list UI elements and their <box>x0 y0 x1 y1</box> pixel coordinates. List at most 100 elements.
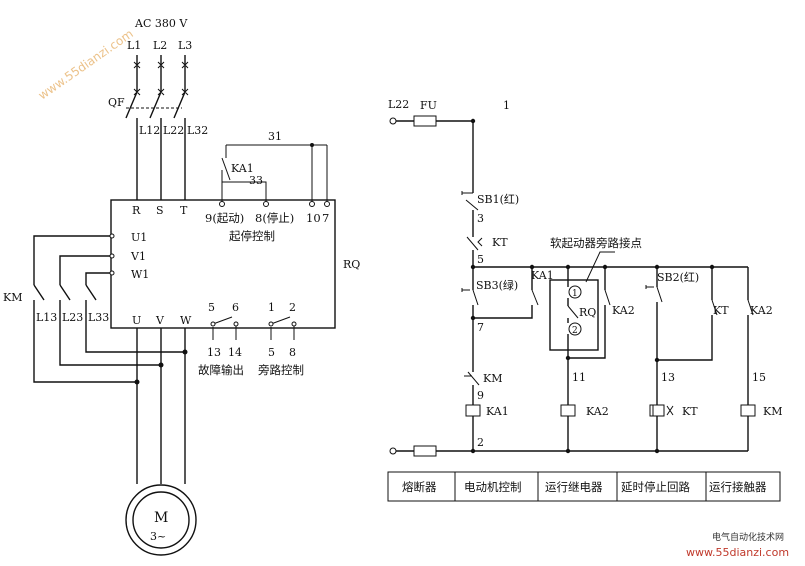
kt-holding-branch <box>657 267 713 361</box>
kt-holding-label: KT <box>713 304 729 317</box>
ka1-contact-label: KA1 <box>231 162 254 175</box>
node-1-label: 1 <box>503 99 510 112</box>
relay-pin-5a: 5 <box>208 301 215 314</box>
junction-dot <box>182 349 188 355</box>
rail-label-l22: L22 <box>388 98 409 111</box>
ka1-holding-branch <box>473 267 533 319</box>
relay-pin-2: 2 <box>289 301 296 314</box>
legend-delay-stop: 延时停止回路 <box>621 480 690 494</box>
legend-fuse: 熔断器 <box>402 480 437 494</box>
junction-dot <box>310 143 314 147</box>
terminal-8 <box>263 201 269 207</box>
ka2-holding-contact <box>604 289 611 306</box>
fuse-label: FU <box>420 99 437 112</box>
junction-dot <box>470 448 476 454</box>
ka2-contact <box>747 299 754 316</box>
terminal-10 <box>309 201 315 207</box>
output-label-u1: U1 <box>131 231 147 244</box>
site-url: www.55dianzi.com <box>686 546 789 559</box>
supply-conductors <box>136 55 186 92</box>
sb2-contact <box>645 285 663 303</box>
junction-dot <box>565 448 571 454</box>
node-2-label: 2 <box>477 436 484 449</box>
node-13-label: 13 <box>661 371 675 384</box>
relay-out-13: 13 <box>207 346 221 359</box>
terminal-v1 <box>109 253 115 259</box>
relay-pin-1: 1 <box>268 301 275 314</box>
bypass-line-l13: L13 <box>36 311 57 324</box>
bypass-contact-label: 软起动器旁路接点 <box>550 236 642 250</box>
legend-dividers <box>454 472 707 501</box>
ka1-coil <box>465 404 481 417</box>
node-9-label: 9 <box>477 389 484 402</box>
ctrl-term-7: 7 <box>322 211 329 225</box>
km-contact-label: KM <box>483 372 502 385</box>
ka2-holding-label: KA2 <box>612 304 635 317</box>
ka2-contact-label: KA2 <box>750 304 773 317</box>
breaker-label: QF <box>108 96 125 109</box>
relay-contact-blades <box>212 316 291 325</box>
fault-output-label: 故障输出 <box>198 363 244 377</box>
terminal-l22 <box>389 117 397 125</box>
motor-phase-label: 3~ <box>150 530 166 543</box>
phase-label-l2: L2 <box>153 39 167 52</box>
rq-contact-1-num: 1 <box>572 289 578 299</box>
junction-dot <box>470 315 476 321</box>
ka2-coil <box>560 404 576 417</box>
km-contact-blades <box>33 284 97 301</box>
junction-dot <box>654 448 660 454</box>
km-coil <box>740 404 756 417</box>
soft-starter-label: RQ <box>343 258 360 271</box>
node-15-label: 15 <box>752 371 766 384</box>
relay-out-14: 14 <box>228 346 242 359</box>
relay-terminal <box>233 321 239 327</box>
ctrl-term-9: 9(起动) <box>205 211 244 225</box>
bypass-line-l33: L33 <box>88 311 109 324</box>
junction-dot <box>602 264 608 270</box>
km-contact <box>464 371 480 386</box>
bypass-return-wires <box>33 300 185 383</box>
junction-dot <box>134 379 140 385</box>
km-coil-label: KM <box>763 405 782 418</box>
relay-terminal <box>210 321 216 327</box>
legend-border <box>387 471 781 502</box>
motor-outer-ring <box>125 484 197 556</box>
node-5-label: 5 <box>477 253 484 266</box>
legend-motor-control: 电动机控制 <box>464 480 522 494</box>
site-name-cn: 电气自动化技术网 <box>712 531 784 543</box>
junction-dot <box>565 355 571 361</box>
rq-contact-1 <box>568 285 582 299</box>
output-label-v: V <box>155 314 165 327</box>
bypass-contact-leader <box>585 251 615 283</box>
relay-out-5: 5 <box>268 346 275 359</box>
bypass-line-l23: L23 <box>62 311 83 324</box>
ka1-contact-blade <box>221 157 231 181</box>
rq-contact-box <box>549 279 599 351</box>
rq-contact-2 <box>568 322 582 336</box>
terminal-neutral <box>389 447 397 455</box>
ka1-holding-contact <box>531 289 539 306</box>
junction-dot <box>470 264 476 270</box>
soft-starter-box <box>110 199 336 329</box>
km-label: KM <box>3 291 22 304</box>
legend-run-relay: 运行继电器 <box>545 480 603 494</box>
relay-leads <box>212 325 295 340</box>
feeder-label-l12: L12 <box>139 124 160 137</box>
supply-label: AC 380 V <box>134 17 188 30</box>
ka1-holding-label: KA1 <box>531 269 554 282</box>
output-label-w: W <box>180 314 192 327</box>
sb1-contact <box>461 191 479 211</box>
node-3-label: 3 <box>477 212 484 225</box>
bypass-control-label: 旁路控制 <box>258 363 304 377</box>
ctrl-term-8: 8(停止) <box>255 211 294 225</box>
supply-markers <box>133 61 189 69</box>
bypass-feed-wires <box>33 235 110 285</box>
fuse-symbol-2 <box>413 445 437 457</box>
junction-dot <box>654 357 660 363</box>
input-label-r: R <box>132 204 141 217</box>
fuse-symbol <box>413 115 437 127</box>
output-label-v1: V1 <box>130 250 146 263</box>
rq-contact-label: RQ <box>579 306 596 319</box>
tilted-watermark: www.55dianzi.com <box>36 27 136 103</box>
kt-coil-label: KT <box>682 405 698 418</box>
